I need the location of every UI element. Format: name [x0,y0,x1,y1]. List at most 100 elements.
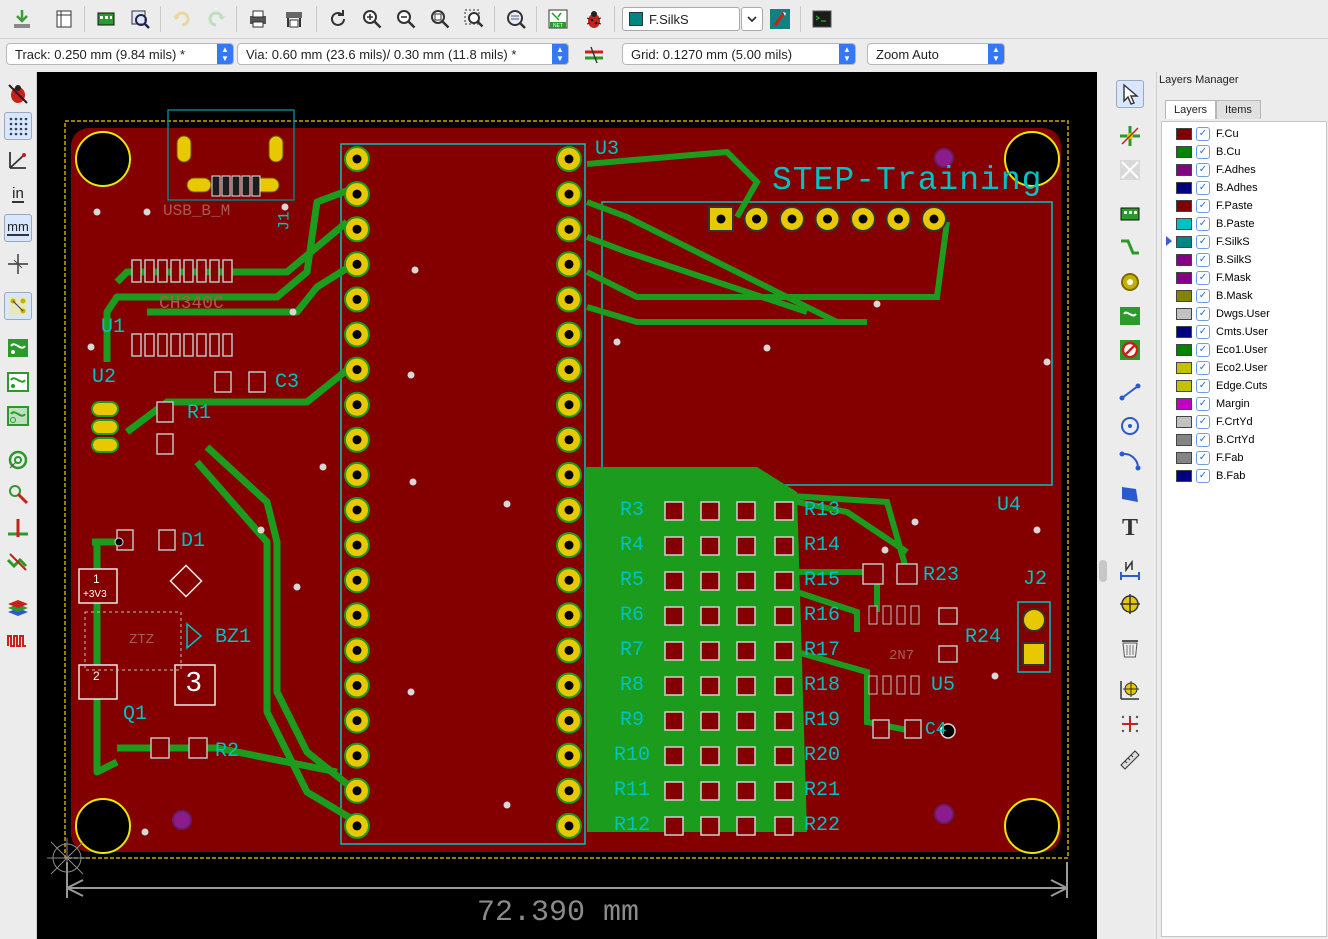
add-dimension-icon[interactable] [1116,556,1144,584]
via-sketch-icon[interactable] [4,446,32,474]
layer-color-swatch[interactable] [1176,218,1192,230]
layer-visibility-checkbox[interactable]: ✓ [1196,451,1210,465]
canvas-splitter-handle[interactable] [1099,560,1107,582]
resistor-pad[interactable] [664,781,684,801]
layer-row[interactable]: ✓Margin [1176,396,1250,412]
resistor-pad[interactable] [700,711,720,731]
resistor-pad[interactable] [664,571,684,591]
layer-row[interactable]: ✓B.SilkS [1176,252,1251,268]
layer-color-swatch[interactable] [1176,434,1192,446]
redraw-icon[interactable] [324,5,352,33]
tab-layers[interactable]: Layers [1165,100,1217,119]
resistor-pad[interactable] [736,676,756,696]
resistor-pad[interactable] [664,606,684,626]
resistor-pad[interactable] [774,711,794,731]
zoom-out-icon[interactable] [392,5,420,33]
resistor-pad[interactable] [700,676,720,696]
resistor-pad[interactable] [664,816,684,836]
zone-fill-icon[interactable] [4,334,32,362]
zone-sketch-icon[interactable] [4,402,32,430]
zoom-select[interactable]: Zoom Auto ▲▼ [867,43,1005,65]
find-icon[interactable] [126,5,154,33]
layer-color-swatch[interactable] [1176,182,1192,194]
resistor-pad[interactable] [736,501,756,521]
add-arc-icon[interactable] [1116,446,1144,474]
add-polygon-icon[interactable] [1116,480,1144,508]
inch-units-icon[interactable]: in [4,180,32,208]
resistor-pad[interactable] [700,816,720,836]
mm-units-icon[interactable]: mm [4,214,32,242]
layer-row[interactable]: ✓F.CrtYd [1176,414,1253,430]
length-tune-icon[interactable] [4,626,32,654]
track-width-select[interactable]: Track: 0.250 mm (9.84 mils) * ▲▼ [6,43,234,65]
layer-visibility-checkbox[interactable]: ✓ [1196,163,1210,177]
layer-visibility-checkbox[interactable]: ✓ [1196,343,1210,357]
add-footprint-icon[interactable] [1116,200,1144,228]
delete-icon[interactable] [1116,634,1144,662]
net-inspector-icon[interactable] [92,5,120,33]
layer-row[interactable]: ✓F.Cu [1176,126,1239,142]
layer-visibility-checkbox[interactable]: ✓ [1196,433,1210,447]
resistor-pad[interactable] [774,816,794,836]
find-item-icon[interactable] [502,5,530,33]
layer-visibility-checkbox[interactable]: ✓ [1196,199,1210,213]
resistor-pad[interactable] [736,816,756,836]
zoom-fit-icon[interactable] [426,5,454,33]
resistor-pad[interactable] [700,501,720,521]
layer-row[interactable]: ✓F.SilkS [1166,234,1250,250]
select-arrow-icon[interactable] [1116,80,1144,108]
layer-row[interactable]: ✓Eco1.User [1176,342,1267,358]
layer-visibility-checkbox[interactable]: ✓ [1196,271,1210,285]
add-zone-icon[interactable] [1116,302,1144,330]
resistor-pad[interactable] [774,676,794,696]
resistor-pad[interactable] [700,536,720,556]
layer-row[interactable]: ✓B.Adhes [1176,180,1258,196]
resistor-pad[interactable] [700,606,720,626]
resistor-pad[interactable] [774,606,794,626]
resistor-pad[interactable] [664,641,684,661]
layer-visibility-checkbox[interactable]: ✓ [1196,469,1210,483]
layer-row[interactable]: ✓B.CrtYd [1176,432,1255,448]
resistor-pad[interactable] [664,536,684,556]
resistor-pad[interactable] [700,641,720,661]
tab-items[interactable]: Items [1216,100,1261,119]
measure-icon[interactable] [1116,744,1144,772]
grid-origin-icon[interactable] [1116,710,1144,738]
layer-color-swatch[interactable] [1176,272,1192,284]
add-keepout-icon[interactable] [1116,336,1144,364]
track-sketch-icon[interactable] [4,480,32,508]
layer-visibility-checkbox[interactable]: ✓ [1196,235,1210,249]
resistor-pad[interactable] [736,711,756,731]
polar-coords-icon[interactable] [4,146,32,174]
layer-row[interactable]: ✓F.Mask [1176,270,1251,286]
layer-color-swatch[interactable] [1176,308,1192,320]
layer-row[interactable]: ✓Eco2.User [1176,360,1267,376]
layer-visibility-checkbox[interactable]: ✓ [1196,181,1210,195]
resistor-pad[interactable] [736,606,756,626]
layer-visibility-checkbox[interactable]: ✓ [1196,361,1210,375]
layer-color-swatch[interactable] [1176,164,1192,176]
add-via-icon[interactable] [1116,268,1144,296]
layer-row[interactable]: ✓B.Mask [1176,288,1253,304]
layer-visibility-checkbox[interactable]: ✓ [1196,127,1210,141]
layer-visibility-checkbox[interactable]: ✓ [1196,307,1210,321]
resistor-pad[interactable] [700,781,720,801]
undo-icon[interactable] [168,5,196,33]
grid-size-select[interactable]: Grid: 0.1270 mm (5.00 mils) ▲▼ [622,43,856,65]
add-circle-icon[interactable] [1116,412,1144,440]
layer-color-swatch[interactable] [1176,380,1192,392]
pcb-canvas[interactable]: STEP-Training 72.390 mm U3 J1 USB_B_M CH… [37,72,1097,939]
layer-visibility-checkbox[interactable]: ✓ [1196,325,1210,339]
layer-row[interactable]: ✓Cmts.User [1176,324,1268,340]
layer-row[interactable]: ✓B.Paste [1176,216,1255,232]
page-settings-icon[interactable] [50,5,78,33]
print-icon[interactable] [244,5,272,33]
resistor-pad[interactable] [774,746,794,766]
resistor-pad[interactable] [664,746,684,766]
layer-visibility-checkbox[interactable]: ✓ [1196,217,1210,231]
layer-color-swatch[interactable] [1176,254,1192,266]
microwave-tools-icon[interactable] [4,548,32,576]
full-cursor-icon[interactable] [4,250,32,278]
layer-color-swatch[interactable] [1176,416,1192,428]
resistor-pad[interactable] [736,571,756,591]
